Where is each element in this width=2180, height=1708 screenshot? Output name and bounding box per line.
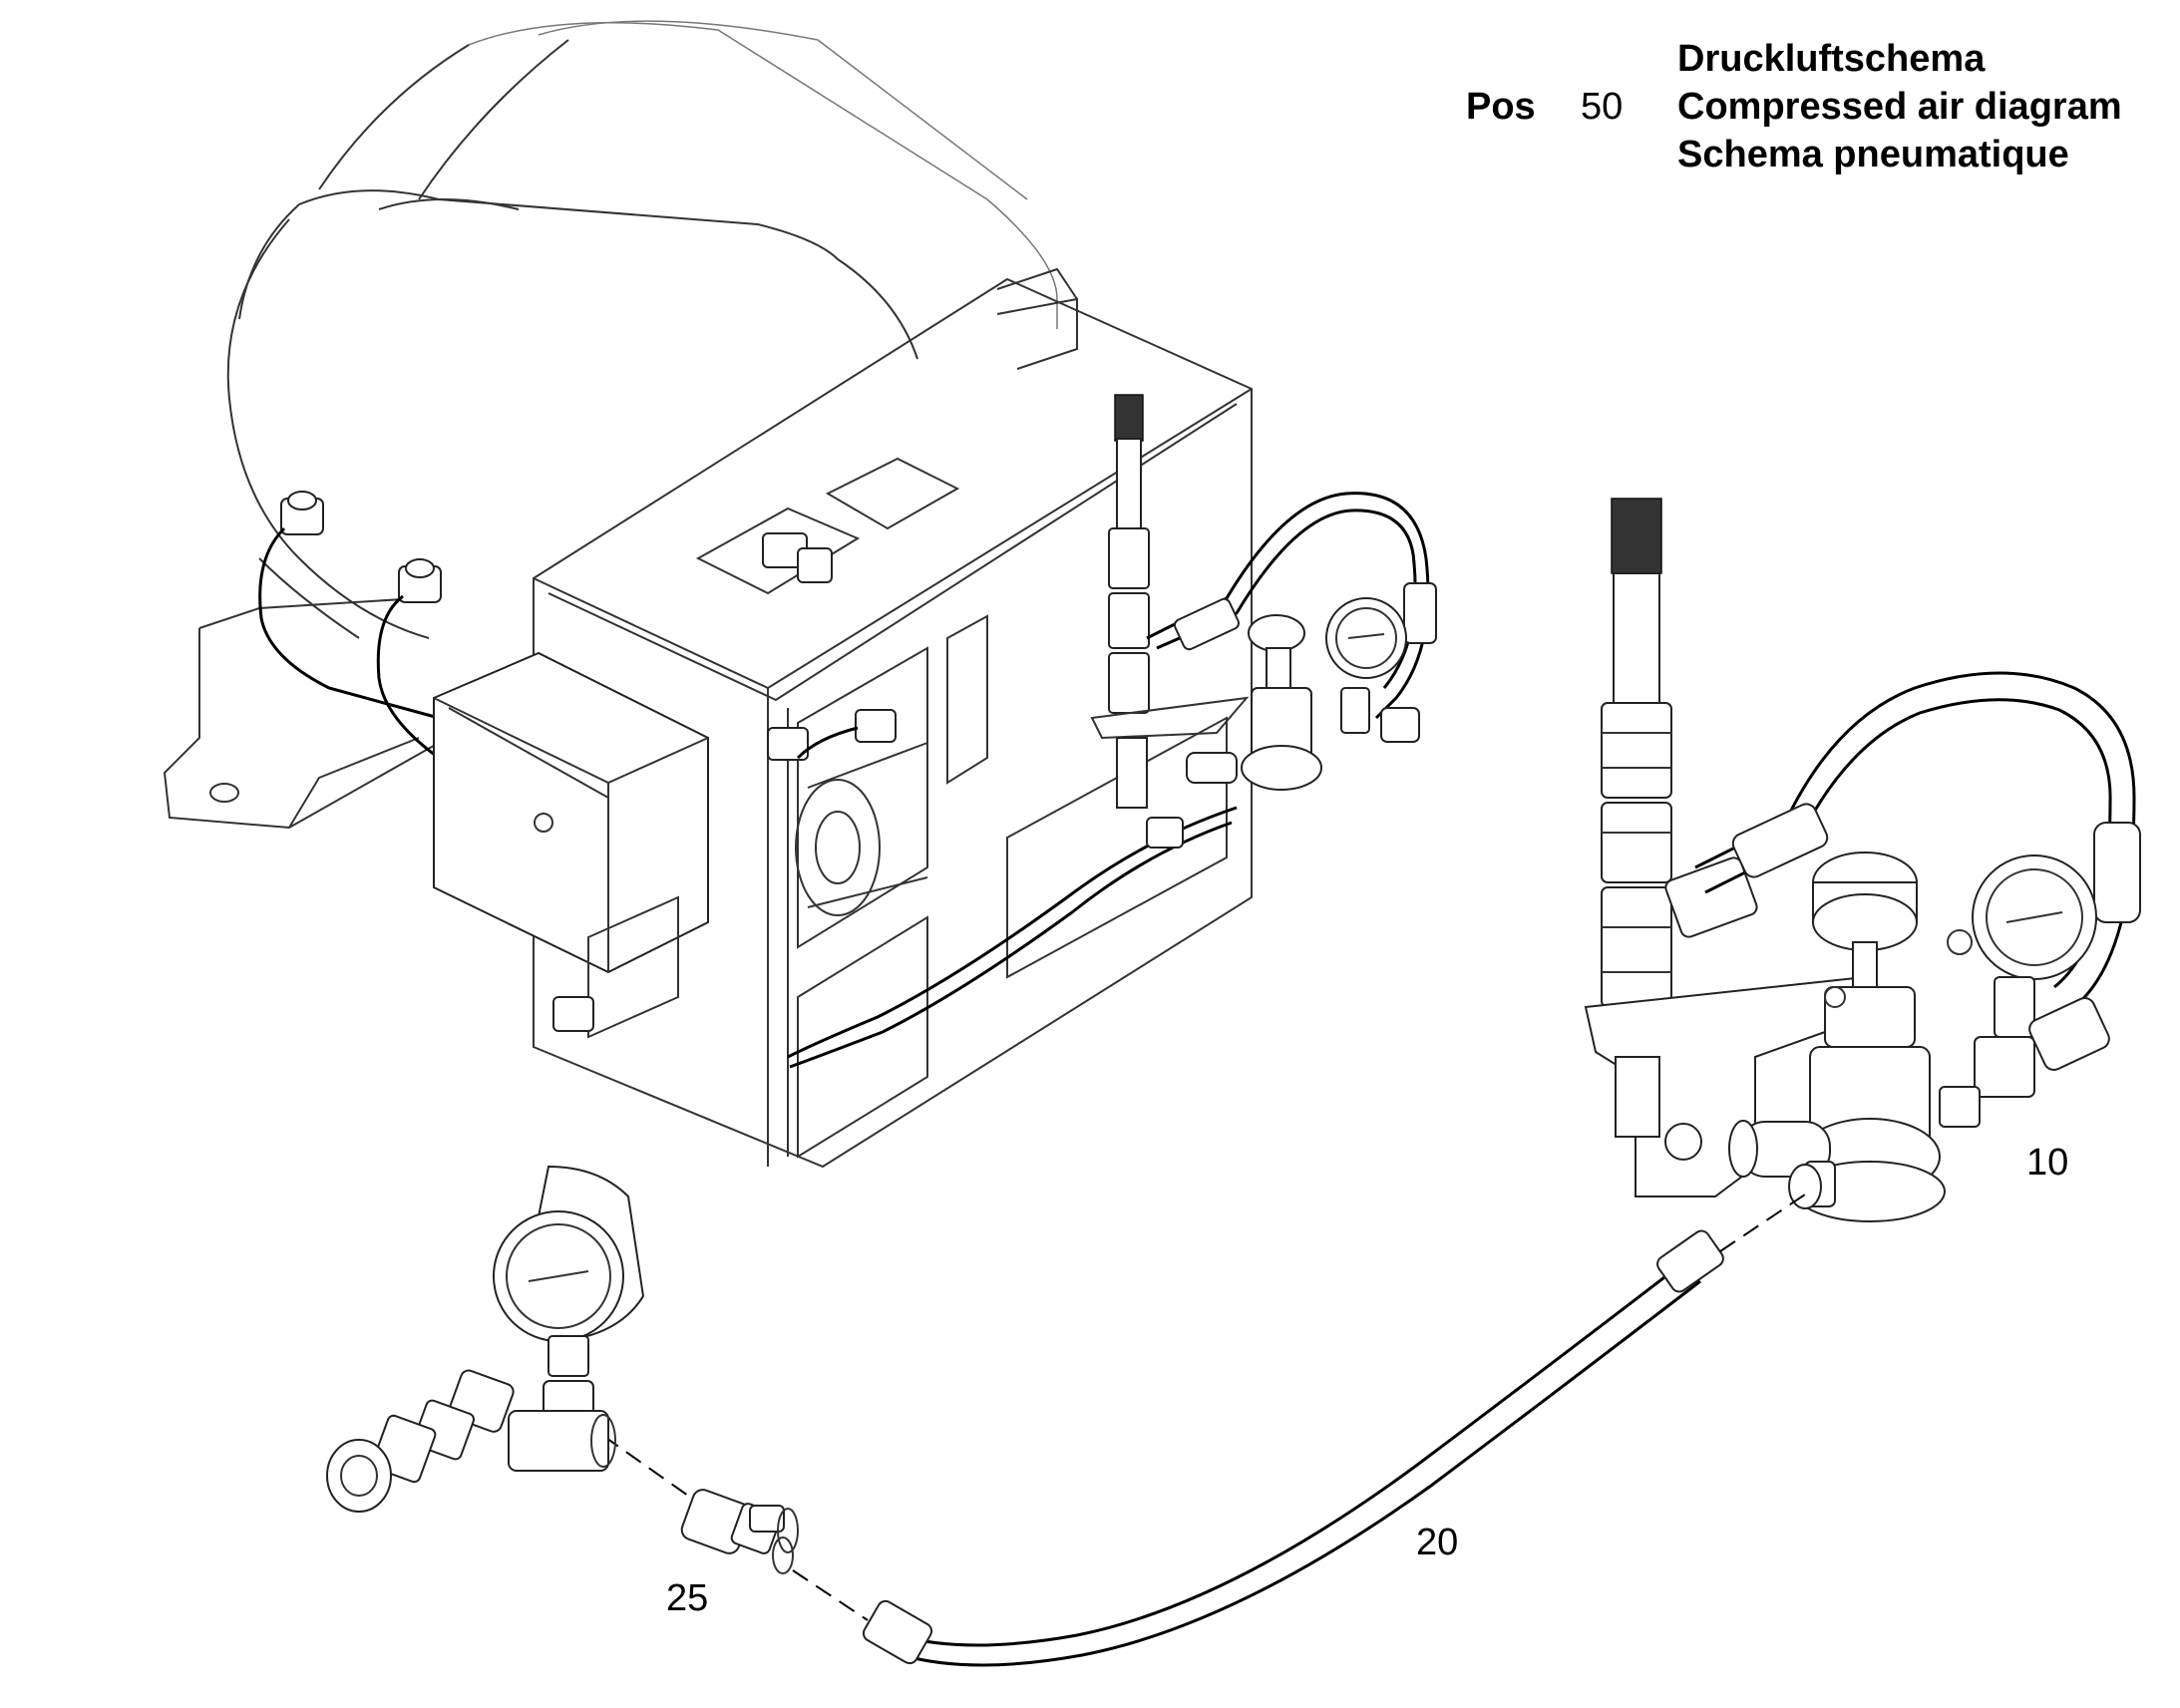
item-10-regulator-assembly [1584, 498, 2141, 1222]
item-25-t-fitting [602, 1435, 869, 1621]
electrical-box [433, 651, 709, 1039]
pos-label: Pos [1466, 86, 1536, 128]
title-english: Compressed air diagram [1677, 86, 2122, 128]
item-20-hose [862, 1194, 1806, 1667]
compressor-frame [533, 267, 1253, 1169]
mounted-regulator-assembly [787, 394, 1437, 1069]
callout-10: 10 [2026, 1142, 2069, 1184]
compressor-motor [762, 532, 928, 916]
gauge-connector-assembly [326, 1165, 645, 1513]
callout-20: 20 [1416, 1522, 1459, 1563]
callout-25: 25 [666, 1577, 709, 1619]
title-block: Pos 50 Druckluftschema Compressed air di… [1466, 38, 2164, 187]
tank-base [163, 597, 440, 830]
pos-number: 50 [1581, 86, 1624, 128]
title-french: Schema pneumatique [1677, 134, 2069, 175]
title-german: Druckluftschema [1677, 38, 1986, 80]
tank-fittings [258, 491, 442, 760]
air-tank [226, 20, 1058, 639]
